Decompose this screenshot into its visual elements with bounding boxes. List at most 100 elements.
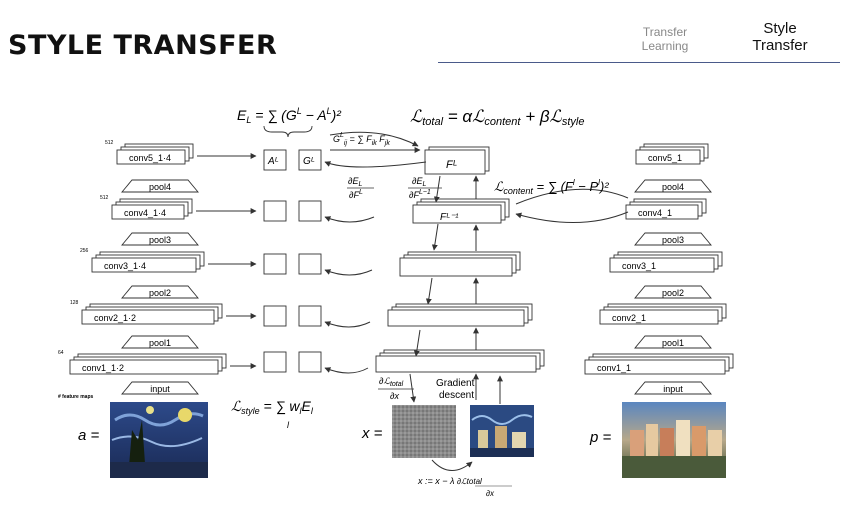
conv-label: conv3_1·4: [104, 261, 146, 271]
starry-night-image: [110, 402, 208, 478]
conv-block-left: [91, 251, 205, 273]
style-A-box: [263, 305, 287, 327]
pool-label: pool2: [149, 288, 171, 298]
pool-label: pool3: [149, 235, 171, 245]
conv-label: conv5_1·4: [129, 153, 171, 163]
gram-G-box: [298, 200, 322, 222]
pool-label: pool1: [662, 338, 684, 348]
pool-arrow: pool2: [634, 285, 712, 299]
conv-label: conv2_1: [612, 313, 646, 323]
channel-count: 512: [105, 140, 114, 146]
dx-denominator: ∂x: [390, 391, 399, 401]
equation-L-content: ℒcontent = ∑ (Fl − Pl)²: [494, 178, 609, 196]
curve-arrow: [329, 131, 419, 147]
F-L1-label: Fᴸ⁻¹: [440, 212, 459, 223]
F-L-label: Fᴸ: [446, 159, 457, 171]
style-A-box: Aᴸ: [263, 149, 287, 171]
pool-arrow: pool1: [121, 335, 199, 349]
grad-arrow: [324, 216, 375, 223]
conv-block-middle: [387, 303, 533, 327]
pool-arrow: pool3: [121, 232, 199, 246]
conv-block-right: [599, 303, 727, 325]
channel-count: 256: [80, 248, 89, 254]
conv-label: conv1_1: [597, 363, 631, 373]
backprop-arrow: [425, 277, 433, 305]
pool-arrow: input: [634, 381, 712, 395]
tab-label-line1: Transfer: [642, 25, 688, 39]
conv-block-middle: [424, 146, 490, 175]
update-rule: x := x − λ ∂ℒtotal: [417, 476, 482, 486]
box-label: Aᴸ: [267, 156, 279, 167]
image-var-a: a =: [78, 427, 100, 444]
conv-block-left: [81, 303, 223, 325]
channel-count: 64: [58, 350, 64, 356]
conv-block-left: [116, 143, 194, 165]
noise-image: [392, 405, 456, 458]
style-A-box: [263, 200, 287, 222]
pool-arrow: pool2: [121, 285, 199, 299]
tab-style-transfer[interactable]: Style Transfer: [735, 20, 825, 55]
gram-G-box: [298, 305, 322, 327]
tab-label-line1: Style: [763, 20, 797, 37]
tab-underline: [438, 62, 840, 63]
conv-label: conv4_1·4: [124, 208, 166, 218]
conv-block-left: [111, 198, 193, 220]
image-var-x: x =: [361, 425, 383, 442]
channel-count: 512: [100, 195, 109, 201]
equation-dL-dx: ∂ℒtotal: [379, 376, 404, 388]
grad-arrow: [324, 269, 373, 276]
equation-L-total: ℒtotal = αℒcontent + βℒstyle: [410, 107, 584, 128]
image-var-p: p =: [589, 429, 612, 446]
style-A-box: [263, 351, 287, 373]
pool-label: input: [150, 384, 170, 394]
dF1-denominator: ∂FL−1: [409, 189, 431, 200]
conv-block-right: [609, 251, 723, 273]
to-image-arrow: [409, 373, 417, 403]
tab-label-line2: Transfer: [752, 37, 808, 55]
equation-E-L: EL = ∑ (GL − AL)²: [237, 106, 342, 125]
conv-block-right: [584, 353, 734, 375]
equation-dE-dF1: ∂EL: [412, 176, 426, 188]
conv-label: conv4_1: [638, 208, 672, 218]
backprop-arrow: [431, 223, 439, 251]
conv-label: conv3_1: [622, 261, 656, 271]
tab-label-line2: Learning: [641, 38, 689, 53]
pool-arrow: input: [121, 381, 199, 395]
pool-label: pool3: [662, 235, 684, 245]
pool-label: input: [663, 384, 683, 394]
equation-dE-dF: ∂EL: [348, 176, 362, 188]
gram-G-box: Gᴸ: [298, 149, 322, 171]
backprop-arrow: [433, 175, 441, 203]
sum-index: l: [287, 420, 290, 430]
conv-label: conv5_1: [648, 153, 682, 163]
pool-arrow: pool1: [634, 335, 712, 349]
pool-arrow: pool3: [634, 232, 712, 246]
content-arrow: [515, 211, 629, 224]
pool-label: pool2: [662, 288, 684, 298]
conv-block-right: [635, 143, 709, 165]
pool-arrow: pool4: [121, 179, 199, 193]
feature-maps-label: # feature maps: [58, 394, 94, 400]
conv-block-left: [69, 353, 227, 375]
pool-label: pool4: [149, 182, 171, 192]
gradient-label: Gradient: [436, 378, 475, 389]
equation-gram: GLij = ∑ Fik Fjk: [333, 132, 390, 147]
update-denominator: ∂x: [486, 489, 495, 498]
conv-block-right: [625, 198, 707, 220]
style-A-box: [263, 253, 287, 275]
pool-label: pool4: [662, 182, 684, 192]
channel-count: 128: [70, 300, 79, 306]
brace: [263, 125, 313, 138]
conv-block-middle: [375, 349, 545, 373]
gram-G-box: [298, 351, 322, 373]
stylized-output-image: [470, 405, 534, 457]
grad-arrow: [324, 161, 427, 168]
box-label: Gᴸ: [303, 156, 315, 167]
gram-G-box: [298, 253, 322, 275]
pool-label: pool1: [149, 338, 171, 348]
tab-transfer-learning[interactable]: Transfer Learning: [628, 25, 702, 54]
grad-arrow: [324, 367, 369, 374]
descent-label: descent: [439, 390, 474, 401]
grad-arrow: [324, 321, 371, 328]
